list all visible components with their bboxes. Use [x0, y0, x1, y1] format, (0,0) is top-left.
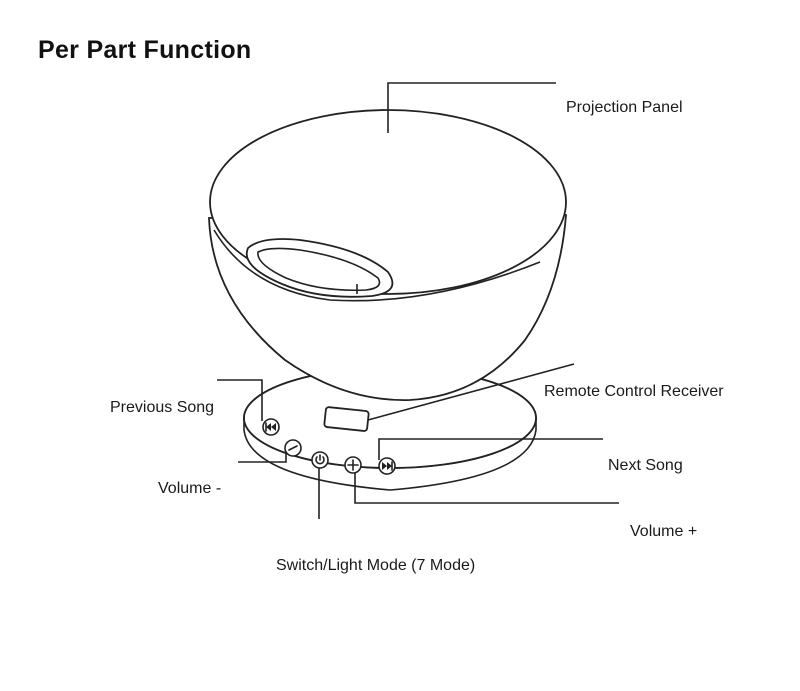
next-song-icon: [382, 461, 393, 471]
volume-plus-button[interactable]: [344, 456, 362, 474]
previous-song-icon: [265, 422, 276, 432]
power-mode-button[interactable]: [311, 451, 329, 469]
previous-song-label: Previous Song: [110, 399, 215, 416]
volume-minus-icon: [288, 445, 298, 451]
volume-plus-icon: [347, 459, 359, 471]
power-icon: [315, 454, 325, 465]
projection-dome: [208, 109, 567, 401]
remote-control-receiver-window: [323, 406, 370, 432]
next-song-label: Next Song: [608, 457, 683, 474]
handle-cutout: [245, 238, 394, 298]
base-disc: [243, 367, 537, 491]
switch-light-mode-label: Switch/Light Mode (7 Mode): [276, 557, 476, 574]
next-song-button[interactable]: [378, 457, 396, 475]
page-title: Per Part Function: [38, 36, 252, 64]
leader-lines: [217, 82, 619, 519]
volume-minus-button[interactable]: [284, 439, 302, 457]
remote-control-receiver-label: Remote Control Receiver: [544, 383, 724, 400]
previous-song-button[interactable]: [262, 418, 280, 436]
projection-panel-label: Projection Panel: [566, 99, 683, 116]
volume-plus-label: Volume +: [630, 523, 698, 540]
volume-minus-label: Volume -: [158, 480, 222, 497]
